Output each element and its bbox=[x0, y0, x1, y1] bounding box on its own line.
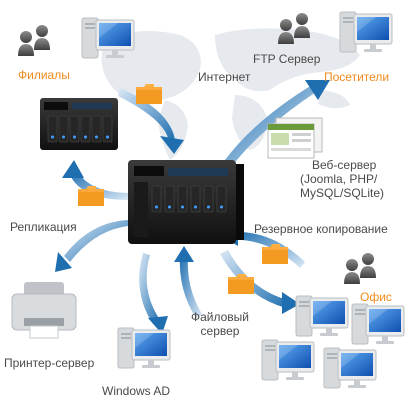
folder-icon bbox=[136, 84, 162, 104]
printer-icon bbox=[11, 282, 77, 339]
arrow-icon bbox=[220, 250, 300, 314]
people-icon bbox=[18, 25, 50, 56]
label-windows-ad: Windows AD bbox=[102, 384, 171, 398]
label-replication: Репликация bbox=[10, 220, 77, 234]
label-internet: Интернет bbox=[198, 70, 251, 84]
people-icon bbox=[344, 253, 376, 284]
label-web-server-stack: (Joomla, PHP/ bbox=[300, 172, 378, 186]
folder-icon bbox=[78, 186, 104, 206]
desktop-computer-icon bbox=[261, 339, 315, 381]
desktop-computer-icon bbox=[295, 295, 349, 337]
label-web-server: Веб-сервер bbox=[312, 158, 377, 172]
label-file-server-2: сервер bbox=[200, 324, 240, 338]
folder-icon bbox=[262, 244, 288, 264]
label-office: Офис bbox=[360, 290, 392, 304]
nas-device-icon bbox=[40, 98, 118, 150]
arrow-icon bbox=[174, 246, 202, 318]
label-printer-server: Принтер-сервер bbox=[4, 356, 95, 370]
arrow-icon bbox=[62, 160, 128, 200]
label-visitors: Посетители bbox=[324, 70, 390, 84]
website-screenshot-icon bbox=[267, 117, 323, 159]
arrow-icon bbox=[118, 88, 184, 154]
desktop-computer-icon bbox=[323, 347, 377, 389]
desktop-computer-icon bbox=[117, 327, 171, 369]
folder-icon bbox=[228, 274, 254, 294]
label-web-server-db: MySQL/SQLite) bbox=[300, 186, 385, 200]
label-backup: Резервное копирование bbox=[254, 222, 388, 236]
label-file-server: Файловый bbox=[190, 310, 249, 324]
label-ftp-server: FTP Сервер bbox=[253, 52, 321, 66]
arrow-icon bbox=[55, 220, 128, 272]
label-branches: Филиалы bbox=[18, 68, 70, 82]
desktop-computer-icon bbox=[339, 11, 393, 53]
desktop-computer-icon bbox=[351, 303, 405, 345]
arrow-icon bbox=[139, 253, 168, 334]
nas-device-icon bbox=[128, 160, 244, 244]
